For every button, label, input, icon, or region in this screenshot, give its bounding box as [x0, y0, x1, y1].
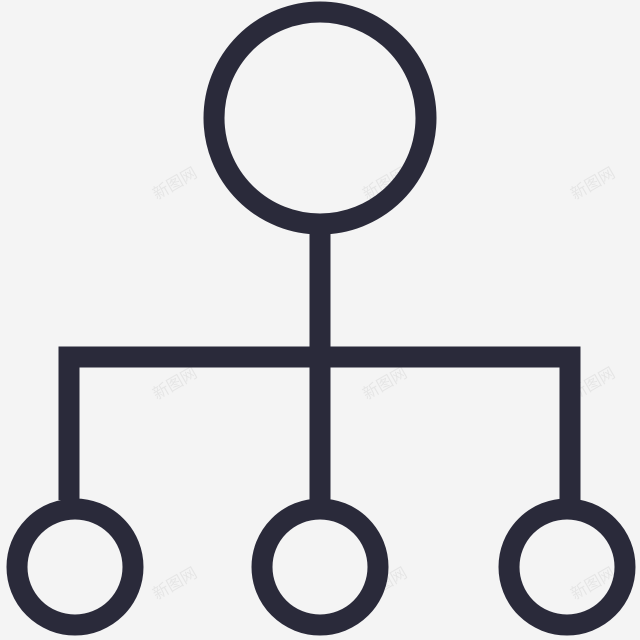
child-node-left-circle — [6, 498, 144, 636]
child-node-right-circle — [498, 498, 636, 636]
child-node-middle-circle — [251, 498, 389, 636]
root-node-circle — [203, 1, 437, 235]
